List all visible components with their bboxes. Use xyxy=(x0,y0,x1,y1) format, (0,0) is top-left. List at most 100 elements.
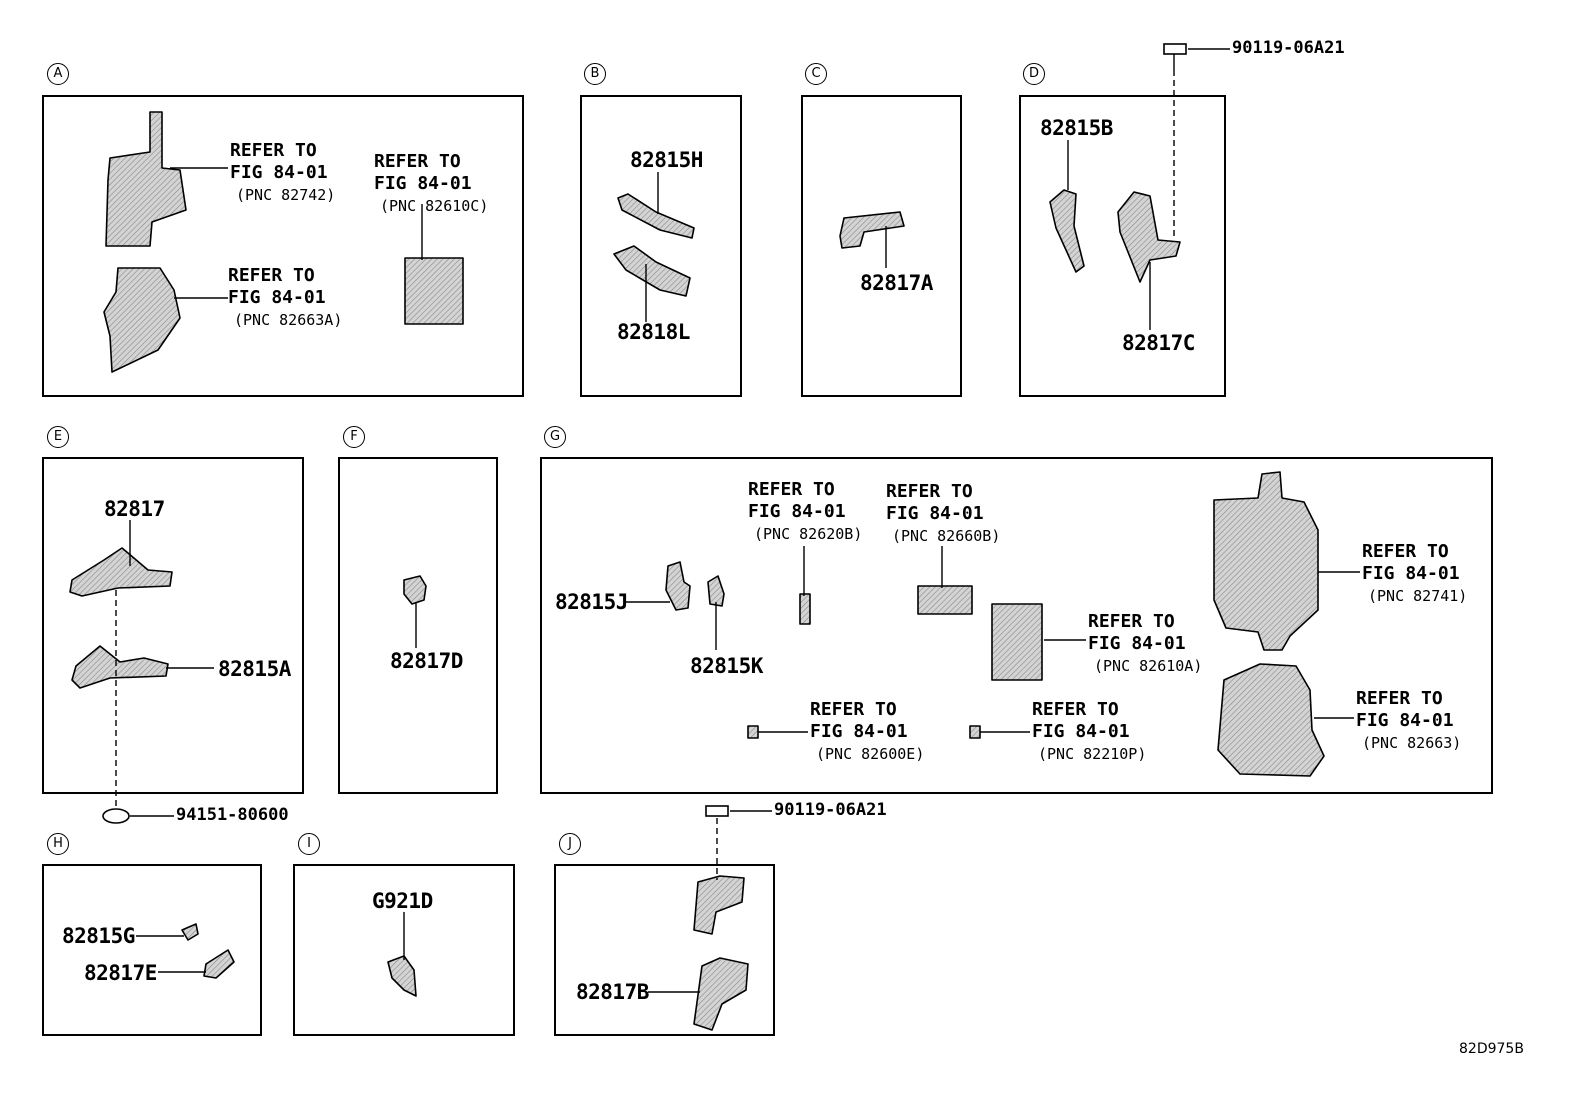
panel-b xyxy=(580,95,742,397)
panel-c xyxy=(801,95,962,397)
ref-line: REFER TO xyxy=(810,699,897,720)
ref-line: (PNC 82663) xyxy=(1362,734,1462,752)
ref-line: (PNC 82741) xyxy=(1368,587,1468,605)
part-number-82815g: 82815G xyxy=(62,924,135,948)
part-g-82741-relay-block-icon xyxy=(1213,471,1319,651)
ref-line: REFER TO xyxy=(748,479,835,500)
ref-line: REFER TO xyxy=(886,481,973,502)
ref-line: REFER TO xyxy=(1356,688,1443,709)
ref-line: FIG 84-01 xyxy=(228,287,326,308)
ref-line: FIG 84-01 xyxy=(1088,633,1186,654)
part-g-82600e-fuse-icon xyxy=(747,725,759,739)
section-marker-g: G xyxy=(544,426,566,448)
ref-line: FIG 84-01 xyxy=(1032,721,1130,742)
panel-j xyxy=(554,864,775,1036)
part-j-upper-bracket-icon xyxy=(693,875,745,935)
ref-g-82600e: REFER TO FIG 84-01 (PNC 82600E) xyxy=(810,699,924,765)
part-g-82815k-icon xyxy=(707,575,725,607)
ref-g-82620b: REFER TO FIG 84-01 (PNC 82620B) xyxy=(748,479,862,545)
panel-i xyxy=(293,864,515,1036)
ref-line: (PNC 82610A) xyxy=(1094,657,1203,675)
part-b-82818l-icon xyxy=(613,245,691,297)
part-g-82610a-connector-icon xyxy=(991,603,1043,681)
section-marker-j: J xyxy=(559,833,581,855)
clip-e-icon xyxy=(102,808,130,824)
part-b-82815h-icon xyxy=(617,193,695,239)
ref-line: FIG 84-01 xyxy=(1362,563,1460,584)
part-h-82817e-icon xyxy=(203,949,235,979)
ref-line: (PNC 82610C) xyxy=(380,197,489,215)
ref-line: REFER TO xyxy=(1362,541,1449,562)
panel-a xyxy=(42,95,524,397)
ref-a-82742: REFER TO FIG 84-01 (PNC 82742) xyxy=(230,140,335,206)
part-d-82817c-icon xyxy=(1117,191,1181,283)
panel-e xyxy=(42,457,304,794)
part-g-82663-junction-block-icon xyxy=(1217,663,1325,777)
section-marker-c: C xyxy=(805,63,827,85)
ref-line: REFER TO xyxy=(1088,611,1175,632)
part-f-82817d-icon xyxy=(403,575,427,605)
part-e-82815a-icon xyxy=(71,645,169,689)
part-g-82815j-icon xyxy=(665,561,691,611)
panel-f xyxy=(338,457,498,794)
panel-h xyxy=(42,864,262,1036)
part-h-82815g-icon xyxy=(181,923,199,941)
part-number-82817b: 82817B xyxy=(576,980,649,1004)
part-number-82815h: 82815H xyxy=(630,148,703,172)
bolt-d-icon xyxy=(1163,43,1187,55)
part-number-82818l: 82818L xyxy=(617,320,690,344)
ref-line: FIG 84-01 xyxy=(374,173,472,194)
part-g-82210p-fuse-icon xyxy=(969,725,981,739)
panel-d xyxy=(1019,95,1226,397)
ref-a-82663a: REFER TO FIG 84-01 (PNC 82663A) xyxy=(228,265,342,331)
ref-line: FIG 84-01 xyxy=(810,721,908,742)
part-c-82817a-icon xyxy=(839,211,905,249)
ref-g-82610a: REFER TO FIG 84-01 (PNC 82610A) xyxy=(1088,611,1202,677)
ref-line: (PNC 82210P) xyxy=(1038,745,1147,763)
ref-line: FIG 84-01 xyxy=(1356,710,1454,731)
diagram-code: 82D975B xyxy=(1459,1041,1524,1057)
section-marker-i: I xyxy=(298,833,320,855)
ref-line: REFER TO xyxy=(228,265,315,286)
ref-line: (PNC 82600E) xyxy=(816,745,925,763)
ref-line: REFER TO xyxy=(1032,699,1119,720)
part-number-82817e: 82817E xyxy=(84,961,157,985)
ref-line: FIG 84-01 xyxy=(748,501,846,522)
ref-line: REFER TO xyxy=(374,151,461,172)
part-a-junction-block-icon xyxy=(103,267,181,373)
part-j-82817b-icon xyxy=(693,957,749,1031)
part-g-82660b-connector-icon xyxy=(917,585,973,615)
part-number-82815j: 82815J xyxy=(555,590,628,614)
section-marker-h: H xyxy=(47,833,69,855)
part-number-82817: 82817 xyxy=(104,497,165,521)
ref-line: (PNC 82742) xyxy=(236,186,336,204)
ref-g-82741: REFER TO FIG 84-01 (PNC 82741) xyxy=(1362,541,1467,607)
ref-line: (PNC 82663A) xyxy=(234,311,343,329)
part-number-82817d: 82817D xyxy=(390,649,463,673)
part-i-g921d-icon xyxy=(387,955,417,997)
part-number-82817c: 82817C xyxy=(1122,331,1195,355)
part-number-82815k: 82815K xyxy=(690,654,763,678)
part-number-82815b: 82815B xyxy=(1040,116,1113,140)
ref-g-82210p: REFER TO FIG 84-01 (PNC 82210P) xyxy=(1032,699,1146,765)
section-marker-b: B xyxy=(584,63,606,85)
bolt-j-icon xyxy=(705,805,729,817)
part-number-82815a: 82815A xyxy=(218,657,291,681)
part-number-g921d: G921D xyxy=(372,889,433,913)
section-marker-d: D xyxy=(1023,63,1045,85)
part-a-connector-icon xyxy=(404,257,464,325)
ref-line: FIG 84-01 xyxy=(230,162,328,183)
section-marker-e: E xyxy=(47,426,69,448)
part-a-relay-block-icon xyxy=(105,111,187,247)
part-number-clip-e: 94151-80600 xyxy=(176,805,289,825)
part-d-82815b-icon xyxy=(1049,189,1085,273)
ref-g-82660b: REFER TO FIG 84-01 (PNC 82660B) xyxy=(886,481,1000,547)
ref-g-82663: REFER TO FIG 84-01 (PNC 82663) xyxy=(1356,688,1461,754)
section-marker-f: F xyxy=(343,426,365,448)
part-number-82817a: 82817A xyxy=(860,271,933,295)
ref-line: FIG 84-01 xyxy=(886,503,984,524)
section-marker-a: A xyxy=(47,63,69,85)
part-number-bolt-j: 90119-06A21 xyxy=(774,800,887,820)
part-number-bolt-d: 90119-06A21 xyxy=(1232,38,1345,58)
part-g-82620b-terminal-icon xyxy=(799,593,811,625)
